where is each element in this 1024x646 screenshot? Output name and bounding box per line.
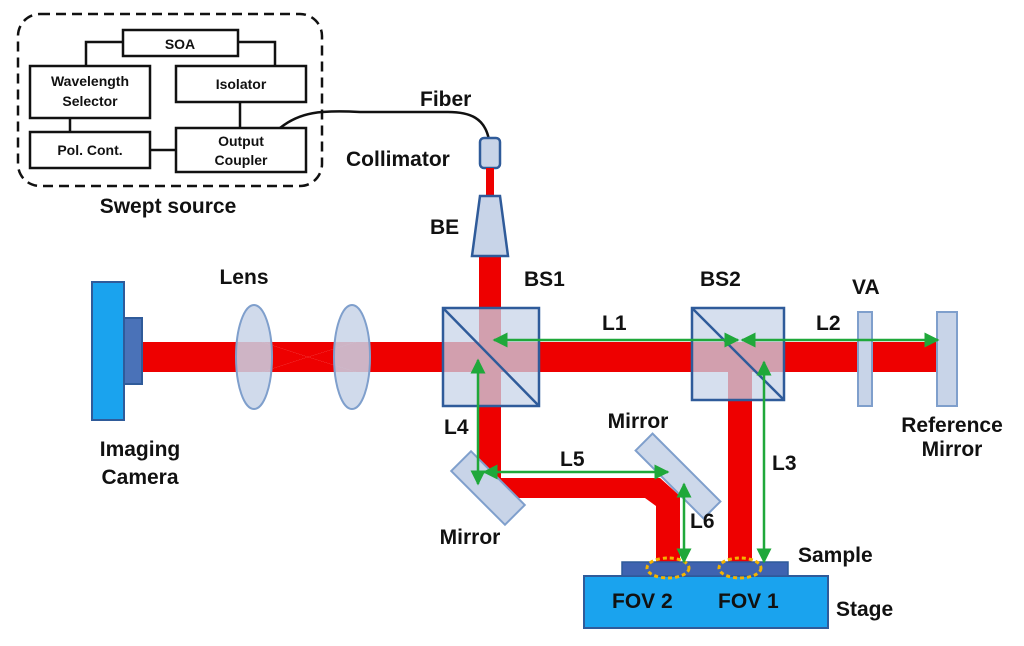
sample (621, 561, 789, 577)
pol-cont-block (28, 130, 152, 170)
mirror-upper-label: Mirror (608, 410, 669, 433)
lens-left (235, 304, 273, 410)
wavelength-selector-label-1: Wavelength (51, 73, 129, 89)
va-label: VA (852, 276, 880, 299)
camera-lens-mount (123, 317, 143, 385)
swept-source-boundary (16, 12, 324, 188)
imaging-camera-label-1: Imaging (100, 438, 181, 461)
wavelength-selector-label-2: Selector (62, 93, 118, 109)
path-length-arrows (470, 332, 940, 564)
soa-label: SOA (165, 36, 195, 52)
l2-label: L2 (816, 312, 841, 335)
lens-right (333, 304, 371, 410)
mirror-lower-label: Mirror (440, 526, 501, 549)
fov1-label: FOV 1 (718, 590, 779, 613)
lens-label: Lens (219, 266, 268, 289)
sample-label: Sample (798, 544, 873, 567)
imaging-camera-label-2: Camera (101, 466, 178, 489)
output-coupler-label-1: Output (218, 133, 264, 149)
stage (583, 575, 829, 629)
bs1-label: BS1 (524, 268, 565, 291)
pol-cont-label: Pol. Cont. (57, 142, 122, 158)
be-label: BE (430, 216, 459, 239)
l3-label: L3 (772, 452, 797, 475)
output-coupler-block (174, 126, 308, 174)
l1-label: L1 (602, 312, 627, 335)
beam-splitter-bs1 (441, 306, 541, 408)
isolator-label: Isolator (216, 76, 267, 92)
fiber-cable (279, 110, 491, 141)
output-coupler-label-2: Coupler (215, 152, 268, 168)
stage-label: Stage (836, 598, 893, 621)
mirror-upper-right (634, 432, 722, 520)
collimator (478, 136, 502, 170)
imaging-camera (91, 281, 125, 421)
variable-attenuator (857, 311, 873, 407)
beam-expander (470, 194, 510, 258)
beam-splitter-bs2 (690, 306, 786, 402)
l6-label: L6 (690, 510, 715, 533)
bs2-label: BS2 (700, 268, 741, 291)
l5-label: L5 (560, 448, 585, 471)
wavelength-selector-block (28, 64, 152, 120)
reference-mirror-label-1: Reference (901, 414, 1003, 437)
l4-label: L4 (444, 416, 469, 439)
collimator-label: Collimator (346, 148, 450, 171)
beam-focus-cone (262, 342, 356, 372)
beam-collimated (486, 168, 494, 196)
swept-source-group: SOA Wavelength Selector Isolator Pol. Co… (16, 12, 324, 218)
isolator-block (174, 64, 308, 104)
soa-block (121, 28, 240, 58)
fov2-label: FOV 2 (612, 590, 673, 613)
reference-mirror (936, 311, 958, 407)
fov2-ring (645, 556, 691, 580)
fov1-ring (717, 556, 763, 580)
fiber-label: Fiber (420, 88, 471, 111)
swept-source-title: Swept source (100, 195, 237, 218)
swept-source-connections (68, 40, 277, 152)
reference-mirror-label-2: Mirror (922, 438, 983, 461)
